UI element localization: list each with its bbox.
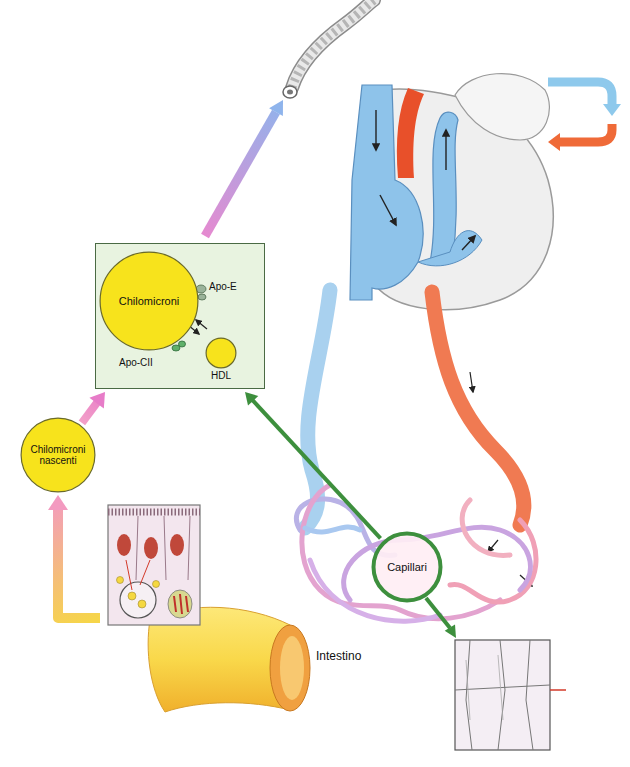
node-label: HDL: [195, 370, 247, 382]
node-label: Intestino: [316, 650, 361, 664]
lipoprotein-panel: Apo-E Apo-CII ChilomicroniHDL: [95, 243, 265, 389]
node-shape: [206, 338, 236, 368]
panel-ground: [95, 243, 265, 389]
arrow-head: [48, 495, 68, 510]
node-outline: [205, 337, 237, 369]
node-shape: [100, 252, 198, 350]
arrow-shaft: [82, 401, 98, 423]
node-label: Capillari: [387, 561, 427, 574]
node-label: Chilomicroni: [119, 295, 180, 308]
node-shape: [374, 534, 441, 601]
uptake-arrow: [426, 598, 456, 638]
thoracic-duct: [283, 0, 374, 98]
chylomicron-circle: Chilomicroni: [99, 251, 199, 351]
nascent-chylomicron-circle: Chilomicroni nascenti: [20, 417, 96, 493]
arrow-head: [245, 392, 258, 406]
flow-arrow: [48, 495, 100, 618]
enterocyte-inset: [108, 505, 200, 625]
capillary-network: [296, 485, 536, 621]
flow-arrow: [82, 392, 105, 423]
intestine-region: Intestino: [100, 505, 365, 720]
tissue-inset: [455, 640, 566, 750]
capillary-ring: Capillari: [371, 531, 443, 603]
arrow-shaft: [58, 507, 100, 618]
transport-arrow: [205, 100, 283, 236]
node-label: Apo-E: [209, 281, 237, 293]
heart: [350, 74, 553, 310]
flow-arrow: [245, 392, 381, 538]
node-label: Chilomicroni nascenti: [27, 444, 89, 467]
node-shape: [21, 418, 95, 492]
arrow-shaft: [252, 399, 381, 538]
pulmonary-loop: [548, 82, 621, 151]
node-label: Apo-CII: [119, 357, 153, 369]
hdl-circle: HDL: [205, 337, 237, 385]
arrow-head: [89, 392, 105, 409]
